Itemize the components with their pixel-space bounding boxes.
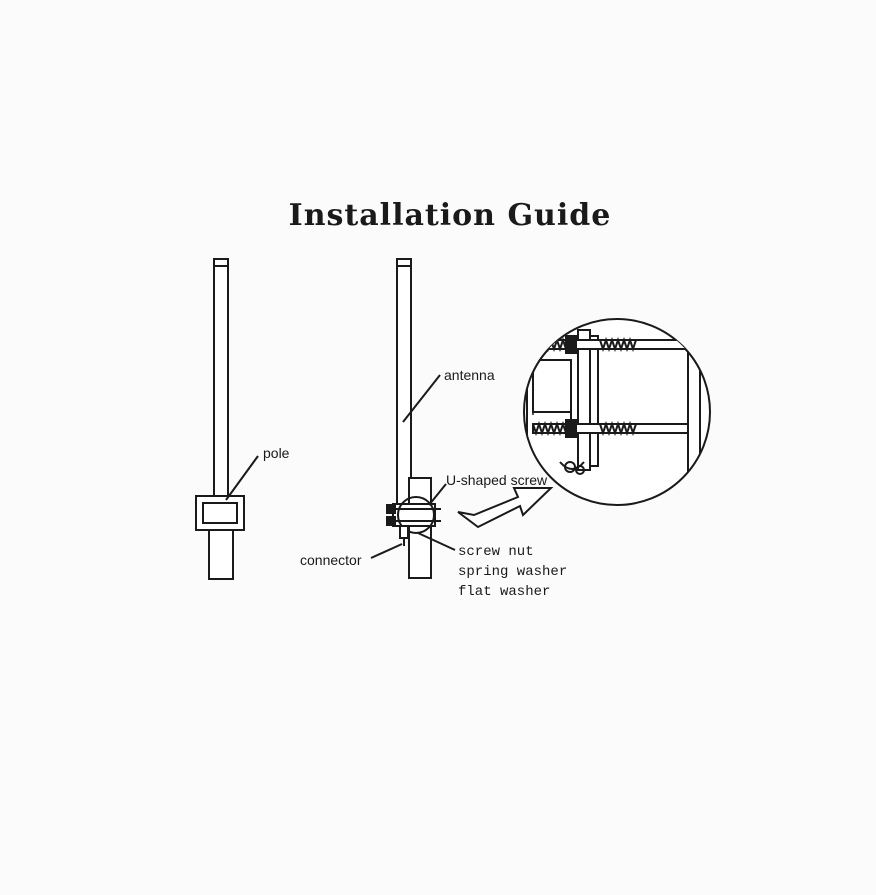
u-shaped-screw-label: U-shaped screw <box>446 472 548 488</box>
pole-leader <box>225 455 259 501</box>
left-antenna-tube <box>213 258 229 500</box>
pole-label: pole <box>263 445 290 461</box>
screw-nut-label: screw nut <box>458 544 534 560</box>
antenna-figure <box>370 258 456 579</box>
detail-arrow <box>457 487 554 529</box>
antenna-leader <box>402 374 441 423</box>
pole-figure <box>195 258 259 580</box>
washer-leader <box>417 532 456 551</box>
zoom-detail <box>523 318 711 506</box>
antenna-label: antenna <box>444 367 495 383</box>
connector-leader <box>370 543 403 559</box>
connector-body <box>399 525 409 539</box>
page-title: Installation Guide <box>288 198 612 233</box>
connector-label: connector <box>300 552 362 568</box>
u-screw-leader <box>428 483 447 506</box>
spring-washer-label: spring washer <box>458 564 567 580</box>
flat-washer-label: flat washer <box>458 584 550 600</box>
detail-marker-circle <box>397 496 435 534</box>
